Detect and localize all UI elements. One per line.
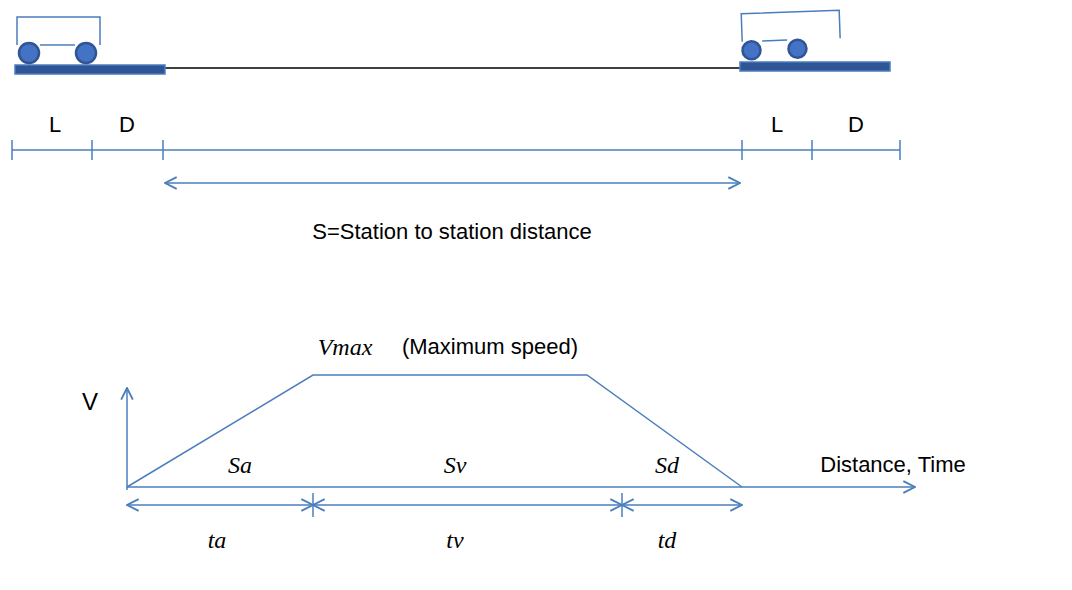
distance-caption: S=Station to station distance [312,220,591,244]
speed-profile [127,375,742,487]
dimension-label: L [49,113,61,137]
segment-label: Sa [228,452,252,478]
time-tick [621,493,623,517]
time-label: td [658,527,677,553]
time-arrow [622,504,742,506]
dimension-label: D [848,113,864,137]
cart-body [741,10,840,41]
axis-label: Distance, Time [820,453,966,477]
wheel [76,43,96,63]
cart-body [762,39,787,41]
platform [740,62,890,71]
dimension-tick [899,140,901,160]
time-tick [312,493,314,517]
time-label: ta [208,527,227,553]
cart-body [40,44,75,46]
wheel [19,43,39,63]
speed-symbol: Vmax [318,334,373,360]
speed-label: (Maximum speed) [402,335,578,359]
cart [741,10,841,59]
segment-label: Sd [655,452,679,478]
dimension-line [12,149,900,151]
distance-arrow [165,182,740,184]
time-label: tv [446,527,463,553]
dimension-label: L [771,113,783,137]
dimension-label: D [119,113,135,137]
wheel [788,39,807,58]
cart-body [17,17,100,45]
dimension-tick [811,140,813,160]
dimension-tick [162,140,164,160]
platform [15,65,165,74]
velocity-axis [126,388,128,490]
wheel [742,41,761,60]
dimension-tick [11,140,13,160]
cart [17,17,100,63]
time-arrow [127,504,313,506]
distance-axis [127,486,915,488]
dimension-line [12,140,900,160]
axis-label: V [82,389,98,415]
dimension-tick [741,140,743,160]
time-arrow [313,504,622,506]
dimension-tick [91,140,93,160]
segment-label: Sv [444,452,467,478]
